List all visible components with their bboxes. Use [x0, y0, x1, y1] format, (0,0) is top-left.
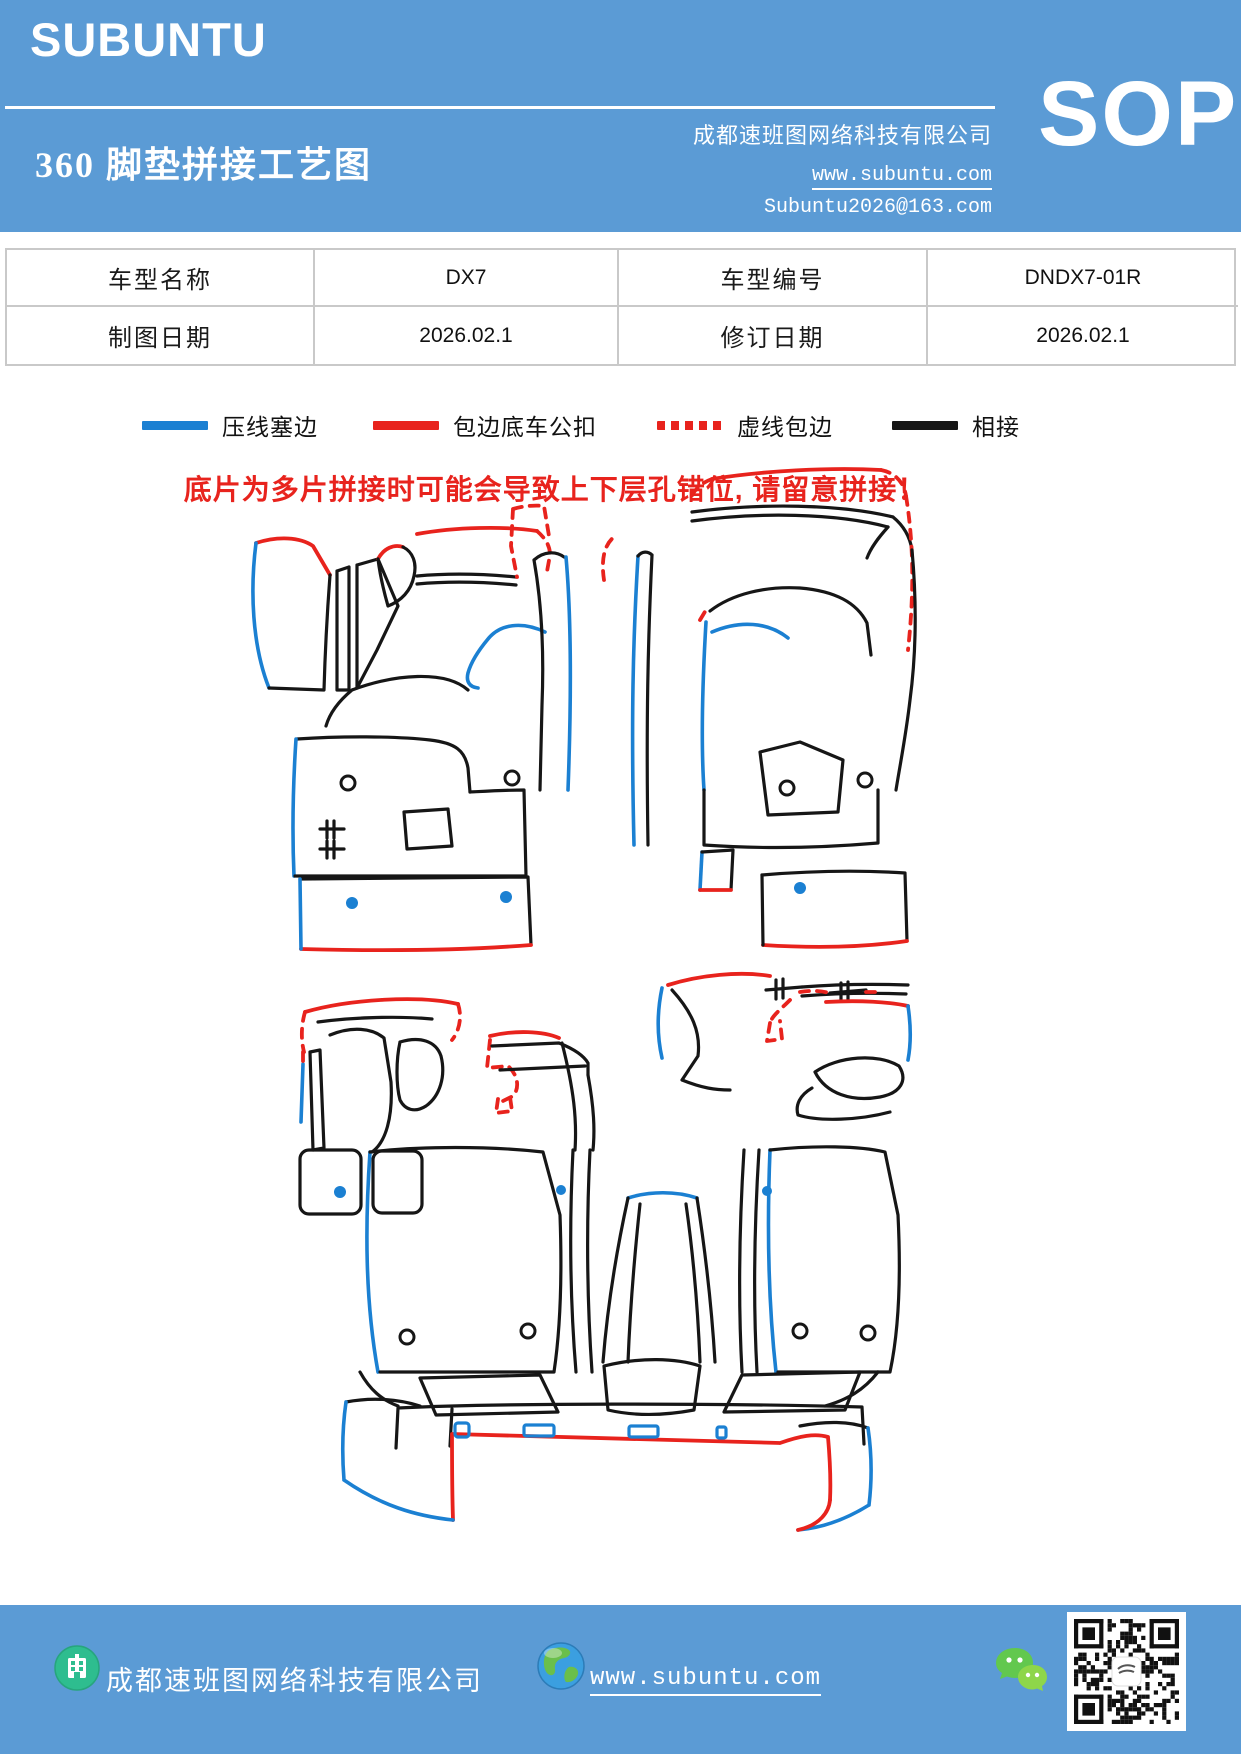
table-cell-revision-label: 修订日期	[619, 307, 928, 364]
header: SUBUNTU 360 脚垫拼接工艺图 成都速班图网络科技有限公司 www.su…	[0, 0, 1241, 232]
legend-item-binding: 包边底车公扣	[373, 408, 597, 442]
website-link[interactable]: www.subuntu.com	[811, 164, 992, 190]
page-title: 360 脚垫拼接工艺图	[35, 145, 373, 185]
legend-item-joint: 相接	[892, 408, 1020, 442]
building-icon	[54, 1645, 100, 1691]
wechat-icon	[996, 1648, 1047, 1691]
header-contact-block: 成都速班图网络科技有限公司 www.subuntu.com Subuntu202…	[693, 118, 992, 219]
globe-icon	[537, 1642, 585, 1690]
table-cell-model-label: 车型名称	[7, 250, 315, 307]
legend-item-press-edge: 压线塞边	[142, 408, 318, 442]
vehicle-info-table: 车型名称 DX7 车型编号 DNDX7-01R 制图日期 2026.02.1 修…	[5, 248, 1238, 366]
table-cell-date-value: 2026.02.1	[315, 307, 619, 364]
table-cell-model-value: DX7	[315, 250, 619, 307]
red-line-swatch	[373, 420, 439, 430]
footer-website-link[interactable]: www.subuntu.com	[590, 1665, 822, 1696]
blue-line-swatch	[142, 420, 208, 430]
black-line-swatch	[892, 420, 958, 430]
rear-sill-strip	[340, 1358, 880, 1532]
footer: 成都速班图网络科技有限公司 www.subuntu.com	[0, 1605, 1241, 1754]
brand-logo: SUBUNTU	[30, 13, 267, 66]
table-cell-date-label: 制图日期	[7, 307, 315, 364]
front-right-mat	[600, 467, 917, 949]
line-type-legend: 压线塞边 包边底车公扣 虚线包边 相接	[0, 408, 1241, 442]
table-cell-code-label: 车型编号	[619, 250, 928, 307]
splice-warning-text: 底片为多片拼接时可能会导致上下层孔错位, 请留意拼接！	[183, 474, 927, 505]
rear-mat-set	[298, 971, 913, 1374]
table-cell-revision-value: 2026.02.1	[1036, 323, 1130, 347]
mat-splice-diagram	[251, 467, 917, 1532]
red-dashed-swatch	[657, 420, 723, 430]
qr-code	[1067, 1612, 1186, 1731]
table-cell-code-value: DNDX7-01R	[928, 250, 1238, 307]
front-left-mat	[251, 503, 573, 953]
footer-company-name: 成都速班图网络科技有限公司	[106, 1666, 483, 1696]
company-name: 成都速班图网络科技有限公司	[692, 123, 992, 148]
header-divider	[5, 106, 995, 109]
sop-label: SOP	[1038, 63, 1239, 165]
legend-item-dashed-binding: 虚线包边	[657, 408, 833, 442]
email-address: Subuntu2026@163.com	[763, 196, 992, 219]
